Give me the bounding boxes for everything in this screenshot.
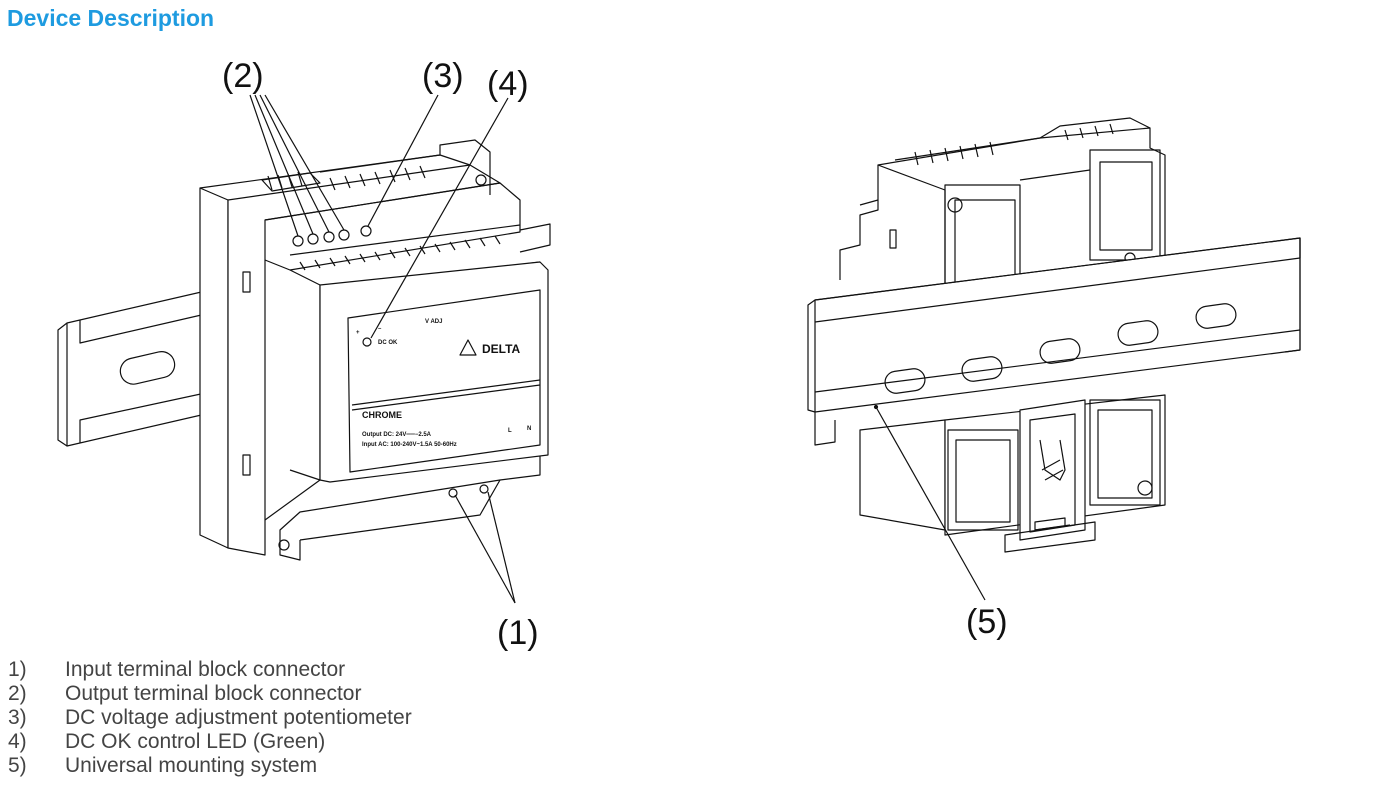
- series-name: CHROME: [362, 410, 402, 420]
- page-title: Device Description: [7, 5, 215, 31]
- din-rail-right: [807, 237, 1301, 446]
- housing-left: [199, 139, 541, 561]
- brand-logo-text: DELTA: [482, 342, 521, 356]
- legend-item: 3) DC voltage adjustment potentiometer: [8, 706, 412, 730]
- front-panel: [319, 261, 549, 483]
- legend-number: 2): [8, 682, 27, 705]
- legend-item: 5) Universal mounting system: [8, 754, 412, 778]
- callout-4: (4): [487, 65, 529, 103]
- callout-leaders-left: [249, 94, 516, 604]
- callout-1: (1): [497, 614, 539, 652]
- legend-item: 2) Output terminal block connector: [8, 682, 412, 706]
- legend-text: Input terminal block connector: [65, 658, 346, 681]
- legend-list: 1) Input terminal block connector 2) Out…: [8, 658, 412, 778]
- callout-leaders-right: [873, 404, 986, 601]
- legend-text: Output terminal block connector: [65, 682, 362, 705]
- input-rating: Input AC: 100-240V~1.5A 50-60Hz: [362, 442, 457, 448]
- terminal-n-label: N: [527, 426, 531, 432]
- housing-rear-lower: [859, 394, 1166, 553]
- output-rating: Output DC: 24V══−2.5A: [362, 432, 432, 438]
- terminal-plus-label: +: [356, 330, 360, 336]
- legend-text: Universal mounting system: [65, 754, 318, 777]
- legend-text: DC voltage adjustment potentiometer: [65, 706, 412, 729]
- legend-number: 3): [8, 706, 27, 729]
- terminal-minus-label: –: [378, 326, 382, 332]
- legend-number: 4): [8, 730, 27, 753]
- terminal-l-label: L: [508, 428, 512, 434]
- front-panel-text: + – DC OK V ADJ DELTA CHROME Output DC: …: [356, 319, 531, 448]
- legend-number: 5): [8, 754, 27, 777]
- legend-number: 1): [8, 658, 27, 681]
- legend-item: 1) Input terminal block connector: [8, 658, 412, 682]
- callout-5: (5): [966, 603, 1008, 641]
- rear-view-drawing: [807, 117, 1301, 601]
- legend-text: DC OK control LED (Green): [65, 730, 326, 753]
- front-view-drawing: [57, 94, 551, 604]
- v-adj-label: V ADJ: [425, 319, 442, 325]
- callout-2: (2): [222, 57, 264, 95]
- dc-ok-label: DC OK: [378, 340, 398, 346]
- callout-3: (3): [422, 57, 464, 95]
- legend-item: 4) DC OK control LED (Green): [8, 730, 412, 754]
- device-illustration: + – DC OK V ADJ DELTA CHROME Output DC: …: [57, 57, 1301, 652]
